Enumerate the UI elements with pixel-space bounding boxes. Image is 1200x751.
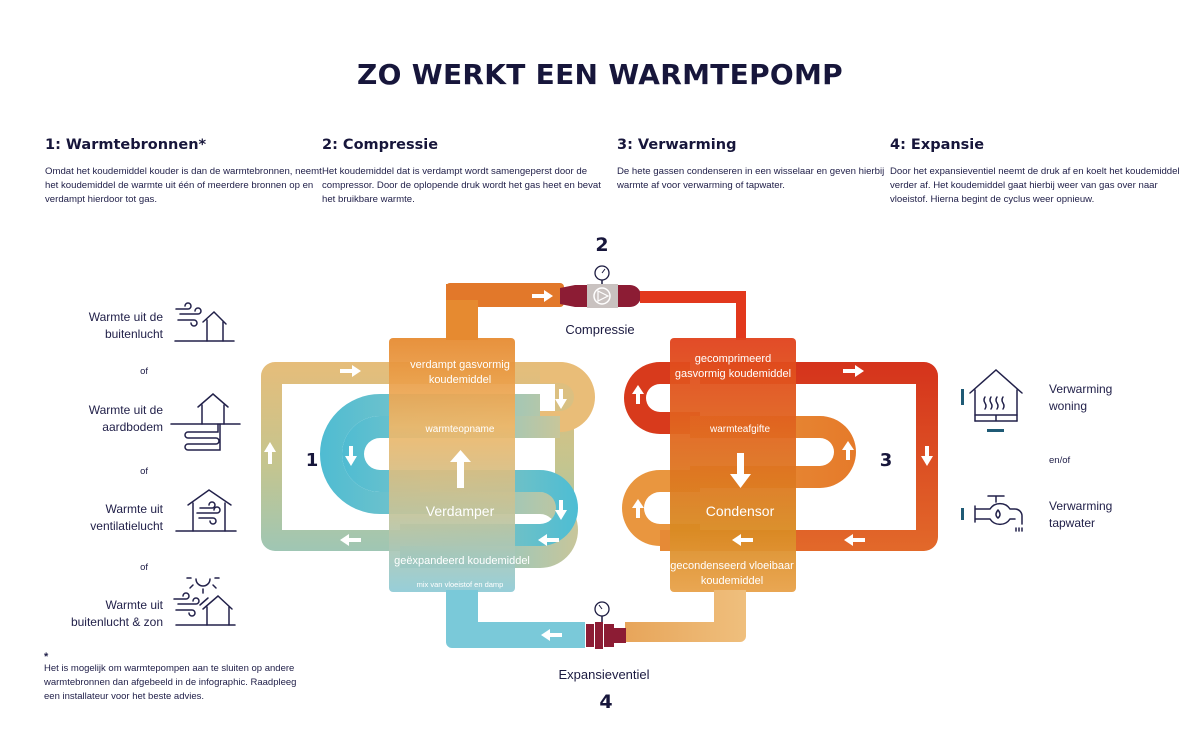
valve-label: Expansieventiel [558,667,649,682]
separator-of: of [140,466,148,477]
pipe-to-condenser [640,291,746,340]
arrow-up-icon [450,450,471,488]
arrow-left-icon [844,534,865,546]
condenser-bottom-label-2: koudemiddel [701,575,763,587]
pipe-to-valve [625,590,746,642]
arrow-up-icon [842,441,854,460]
step-expansie: 4: Expansie Door het expansieventiel nee… [890,137,1180,207]
arrow-down-icon [555,389,567,409]
arrow-left-icon [340,534,361,546]
source-ventilatielucht-label: Warmte uit ventilatielucht [90,502,163,533]
step-heading: 4: Expansie [890,137,985,153]
step-text: De hete gassen condenseren in een wissel… [617,166,885,191]
footnote-text: Het is mogelijk om warmtepompen aan te s… [44,663,297,702]
evaporator-top-label-2: koudemiddel [429,374,491,386]
step-number-3: 3 [880,450,893,471]
step-number-1: 1 [306,450,319,471]
flow-arrows-right [632,365,933,546]
arrow-down-icon [921,446,933,466]
arrow-right-icon [843,365,864,377]
condenser-coil-label: warmteafgifte [709,424,770,435]
condenser-top-label-1: gecomprimeerd [695,353,771,365]
evaporator-coil [320,394,578,568]
wind-house-icon [174,302,235,342]
hot-water-tap-icon [961,495,1023,532]
separator-of: of [140,366,148,377]
arrow-left-icon [538,534,559,546]
source-buitenlucht-zon-label: Warmte uit buitenlucht & zon [70,598,163,629]
ground-loop-house-icon [170,393,241,451]
arrow-left-icon [541,629,562,641]
evaporator-coil-label: warmteopname [425,424,495,435]
condenser-bottom-label-1: gecondenseerd vloeibaar [670,560,794,572]
evaporator-loop-bend [540,362,595,432]
arrow-up-icon [632,385,644,404]
evaporator-column [389,338,515,592]
arrow-up-icon [632,499,644,518]
output-tapwater-label: Verwarming tapwater [1049,499,1113,530]
step-compressie: 2: Compressie Het koudemiddel dat is ver… [322,137,612,207]
arrow-left-icon [732,534,753,546]
page-title: ZO WERKT EEN WARMTEPOMP [357,58,843,91]
evaporator-bottom-label-1: geëxpandeerd koudemiddel [394,555,530,567]
evaporator-bottom-label-2: mix van vloeistof en damp [417,580,504,589]
condenser-name: Condensor [706,503,775,519]
footnote: * Het is mogelijk om warmtepompen aan te… [44,652,314,704]
compressor-icon [560,265,641,308]
source-buitenlucht-label: Warmte uit de buitenlucht [88,310,163,341]
step-number-2: 2 [595,234,608,256]
arrow-down-icon [555,500,567,520]
step-text: Het koudemiddel dat is verdampt wordt sa… [322,166,601,205]
separator-of: of [140,562,148,573]
source-aardbodem-label: Warmte uit de aardbodem [88,403,163,434]
compressor-label: Compressie [565,322,634,337]
arrow-up-icon [264,442,276,464]
step-number-4: 4 [599,691,612,713]
flow-arrows-left [264,290,567,641]
expansion-valve-icon [586,601,626,649]
step-verwarming: 3: Verwarming De hete gassen condenseren… [617,137,907,193]
heated-house-icon [961,368,1023,432]
evaporator-top-label-1: verdampt gasvormig [410,359,510,371]
separator-enof: en/of [1049,455,1071,466]
arrow-right-icon [532,290,553,302]
arrow-down-icon [345,446,357,466]
evaporator-name: Verdamper [426,503,495,519]
arrow-right-icon [340,365,361,377]
step-heading: 3: Verwarming [617,137,737,153]
sun-wind-house-icon [173,577,236,626]
step-warmtebronnen: 1: Warmtebronnen* Omdat het koudemiddel … [45,137,335,207]
step-text: Omdat het koudemiddel kouder is dan de w… [45,166,322,205]
condenser-top-label-2: gasvormig koudemiddel [675,368,791,380]
ventilation-house-icon [175,489,237,532]
condenser-column [670,338,796,592]
output-woning-label: Verwarming woning [1049,382,1113,413]
step-heading: 2: Compressie [322,137,439,153]
pipe-from-valve [446,590,585,648]
footnote-star: * [44,651,49,663]
step-heading: 1: Warmtebronnen* [45,137,207,153]
step-text: Door het expansieventiel neemt de druk a… [890,166,1180,205]
arrow-down-icon [730,453,751,488]
